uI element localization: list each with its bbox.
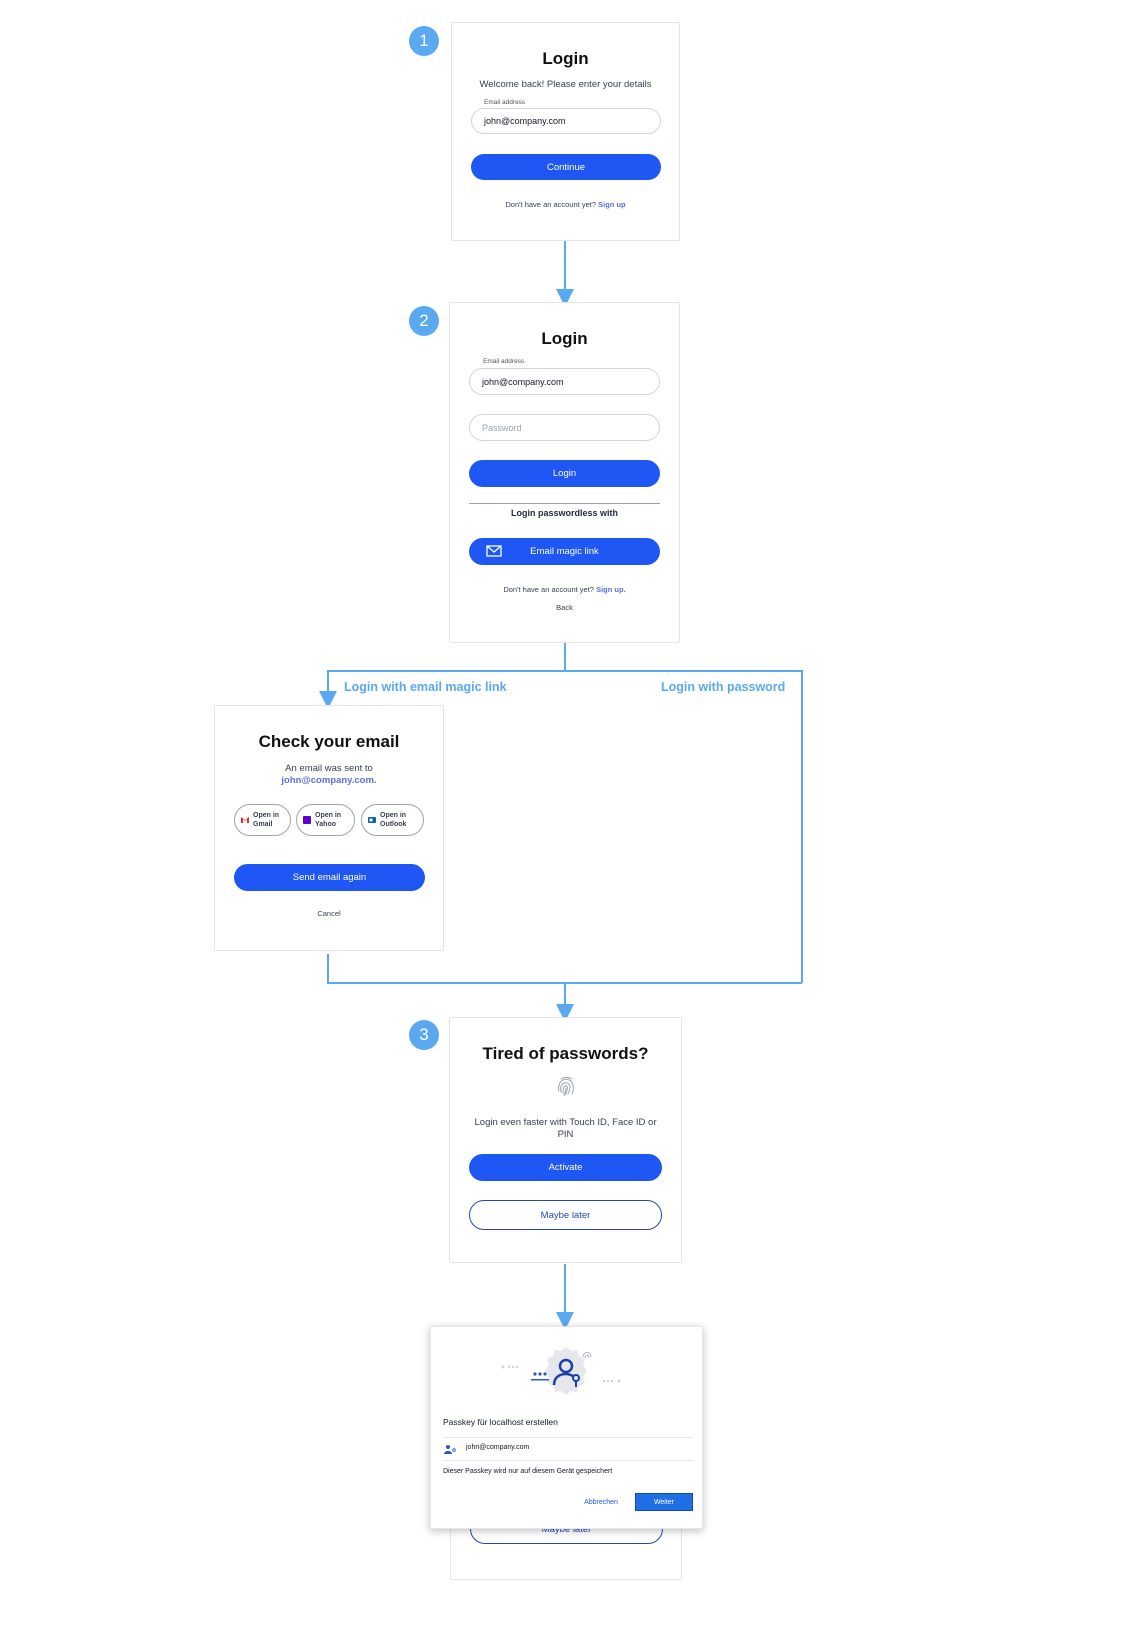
divider <box>469 503 660 504</box>
back-link[interactable]: Back <box>556 603 573 612</box>
email-label: Email address <box>483 358 525 365</box>
step-badge-3: 3 <box>409 1020 439 1050</box>
divider <box>443 1437 692 1438</box>
email-magic-link-button[interactable]: Email magic link <box>469 538 660 565</box>
signup-link[interactable]: Sign up. <box>596 585 626 594</box>
email-field[interactable]: john@company.com <box>471 108 661 134</box>
email-sent-text: An email was sent to <box>285 763 373 774</box>
step-badge-1: 1 <box>409 26 439 56</box>
branch-label-magic-link: Login with email magic link <box>344 680 507 694</box>
open-yahoo-button[interactable]: Open in Yahoo <box>296 804 355 836</box>
email-label: Email address <box>484 99 526 106</box>
cancel-button[interactable]: Abbrechen <box>584 1498 618 1506</box>
passwordless-heading: Login passwordless with <box>510 508 618 518</box>
connector-magic-link-return <box>327 954 802 984</box>
password-field[interactable]: Password <box>469 414 660 441</box>
pill-line-1: Open in <box>380 812 407 819</box>
signup-prompt: Don't have an account yet? Sign up. <box>450 585 679 594</box>
pill-line-1: Open in <box>253 812 280 819</box>
maybe-later-button[interactable]: Maybe later <box>469 1200 662 1230</box>
account-email: john@company.com <box>466 1444 530 1451</box>
pill-line-1: Open in <box>315 812 342 819</box>
branch-label-password: Login with password <box>661 680 786 694</box>
login-card-password-step: Login Email address john@company.com Pas… <box>449 302 680 643</box>
gmail-icon <box>241 817 249 823</box>
divider <box>443 1460 692 1461</box>
dialog-note: Dieser Passkey wird nur auf diesem Gerät… <box>443 1468 613 1475</box>
login-button[interactable]: Login <box>469 460 660 487</box>
activate-button[interactable]: Activate <box>469 1154 662 1181</box>
send-email-again-button[interactable]: Send email again <box>234 864 425 891</box>
signup-prompt-text: Don't have an account yet? <box>505 200 597 209</box>
card-title: Check your email <box>258 732 400 751</box>
card-title: Login <box>542 49 589 68</box>
login-card-email-step: Login Welcome back! Please enter your de… <box>451 22 680 241</box>
step-badge-2: 2 <box>409 306 439 336</box>
next-button[interactable]: Weiter <box>635 1493 693 1511</box>
card-title: Login <box>541 329 588 348</box>
pill-line-2: Outlook <box>380 821 407 828</box>
card-title: Tired of passwords? <box>482 1044 649 1063</box>
card-description: Login even faster with Touch ID, Face ID… <box>474 1117 657 1140</box>
card-subtitle: Welcome back! Please enter your details <box>479 79 652 90</box>
check-email-card: Check your email An email was sent to jo… <box>214 705 444 951</box>
dialog-title: Passkey für localhost erstellen <box>443 1417 558 1427</box>
open-outlook-button[interactable]: Open in Outlook <box>361 804 424 836</box>
pill-line-2: Yahoo <box>315 821 337 828</box>
open-gmail-button[interactable]: Open in Gmail <box>234 804 291 836</box>
cancel-link[interactable]: Cancel <box>317 909 341 918</box>
signup-prompt: Don't have an account yet? Sign up <box>452 200 679 209</box>
continue-button[interactable]: Continue <box>471 154 661 180</box>
passkey-person-icon <box>501 1347 621 1395</box>
envelope-icon <box>486 545 502 557</box>
pill-line-2: Gmail <box>253 821 273 828</box>
signup-link[interactable]: Sign up <box>598 200 626 209</box>
user-key-icon <box>444 1445 456 1454</box>
magic-link-label: Email magic link <box>530 546 599 557</box>
outlook-icon <box>368 817 376 823</box>
tired-of-passwords-card: Tired of passwords? Login even faster wi… <box>449 1017 682 1263</box>
sent-email-address: john@company.com. <box>281 775 377 786</box>
fingerprint-icon <box>558 1077 574 1096</box>
connector-password-branch <box>565 670 803 983</box>
email-field[interactable]: john@company.com <box>469 368 660 395</box>
signup-prompt-text: Don't have an account yet? <box>503 585 594 594</box>
yahoo-icon <box>303 816 311 824</box>
arrow-to-magic-link <box>319 670 565 709</box>
passkey-dialog: Passkey für localhost erstellen john@com… <box>430 1326 703 1529</box>
